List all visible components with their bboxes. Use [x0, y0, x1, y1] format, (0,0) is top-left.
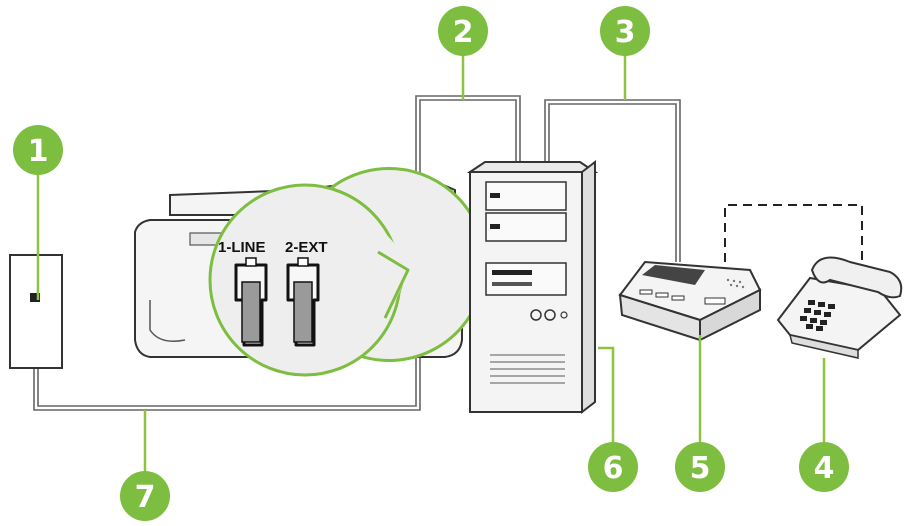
- port-label-1-line: 1-LINE: [218, 239, 266, 256]
- svg-text:2: 2: [453, 15, 474, 50]
- callout-2: 2: [438, 6, 488, 56]
- port-2-ext: [286, 257, 320, 347]
- wall-jack-icon: [9, 254, 63, 369]
- callout-5: 5: [675, 442, 725, 492]
- svg-text:3: 3: [615, 15, 636, 50]
- cord-computer-to-answering-machine-inner: [548, 103, 677, 262]
- svg-text:7: 7: [135, 480, 156, 515]
- callout-6: 6: [588, 442, 638, 492]
- svg-text:5: 5: [690, 451, 711, 486]
- port-1-line: [234, 257, 268, 347]
- callout-leaders: [36, 55, 826, 480]
- callout-1: 1: [13, 125, 63, 175]
- svg-text:6: 6: [603, 451, 624, 486]
- svg-text:1: 1: [28, 134, 49, 169]
- cord-computer-to-answering-machine: [544, 99, 681, 262]
- computer-tower-icon: [466, 159, 599, 415]
- callout-3: 3: [600, 6, 650, 56]
- svg-text:4: 4: [814, 451, 835, 486]
- answering-machine-icon: [618, 260, 762, 342]
- printer-icon: 1-LINE 2-EXT: [134, 167, 487, 377]
- callout-7: 7: [120, 471, 170, 521]
- cord-answering-machine-to-phone: [724, 204, 863, 265]
- callout-4: 4: [799, 442, 849, 492]
- port-label-2-ext: 2-EXT: [285, 239, 328, 256]
- telephone-icon: [776, 256, 903, 359]
